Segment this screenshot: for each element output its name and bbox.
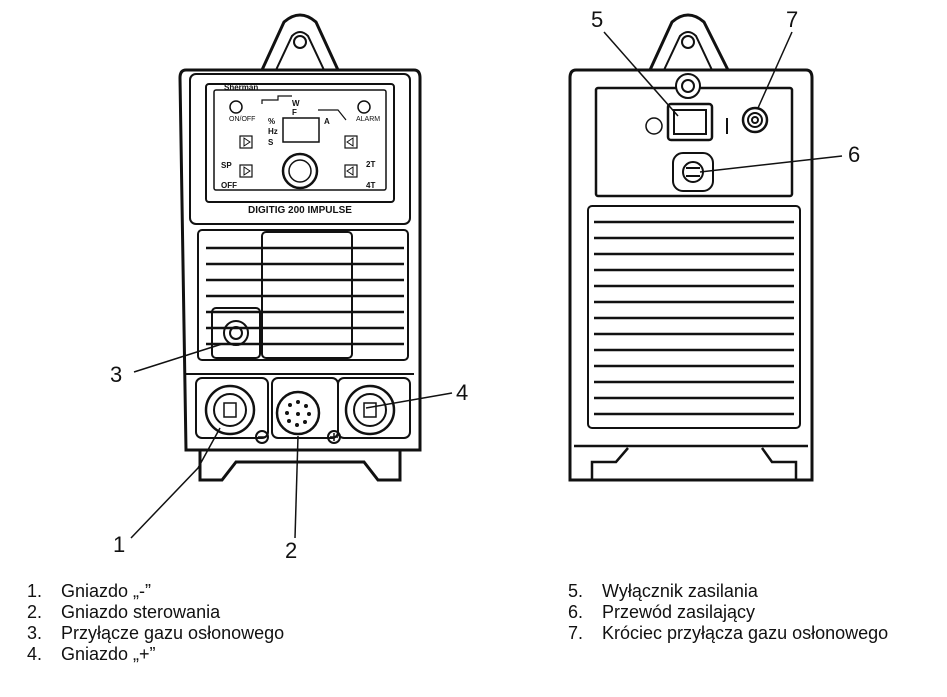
callout-6-7: 7 — [786, 7, 798, 32]
legend-text: Gniazdo „+” — [61, 644, 156, 664]
unit-hz-label: Hz — [268, 127, 278, 136]
btn-2t-label: 2T — [366, 160, 375, 169]
legend-text: Gniazdo „-” — [61, 581, 152, 601]
mode-w-label: W — [292, 99, 300, 108]
mode-f-label: F — [292, 108, 297, 117]
legend-text: Króciec przyłącza gazu osłonowego — [602, 623, 889, 643]
back-grille — [587, 205, 801, 429]
alarm-label: ALARM — [356, 116, 380, 123]
power-switch — [666, 102, 714, 142]
front-handle — [260, 13, 340, 71]
legend-item-2: 2. Gniazdo sterowania — [27, 602, 284, 623]
btn-off-label: OFF — [221, 181, 237, 190]
legend-item-4: 4. Gniazdo „+” — [27, 644, 284, 665]
alarm-icon — [357, 100, 371, 114]
callout-2: 2 — [285, 538, 297, 563]
legend-text: Przyłącze gazu osłonowego — [61, 623, 285, 643]
legend-num: 3. — [27, 623, 43, 643]
gas-connector — [223, 320, 249, 346]
legend-item-6: 6. Przewód zasilający — [568, 602, 888, 623]
front-feet — [186, 448, 420, 482]
legend-num: 6. — [568, 602, 584, 622]
unit-a-label: A — [324, 117, 330, 126]
legend-right: 5. Wyłącznik zasilania 6. Przewód zasila… — [568, 581, 888, 644]
legend-num: 2. — [27, 602, 43, 622]
btn-4t-label: 4T — [366, 181, 375, 190]
btn-sp-label: SP — [221, 161, 232, 170]
legend-item-1: 1. Gniazdo „-” — [27, 581, 284, 602]
callout-3: 3 — [110, 362, 122, 387]
socket-minus — [204, 384, 256, 436]
legend-item-5: 5. Wyłącznik zasilania — [568, 581, 888, 602]
back-view — [568, 13, 814, 482]
gas-inlet — [741, 106, 769, 134]
legend-num: 5. — [568, 581, 584, 601]
control-socket — [275, 390, 321, 436]
power-cable-gland — [672, 152, 714, 192]
front-grille — [197, 229, 409, 361]
brand-label: Sherman — [224, 83, 258, 92]
control-knob — [281, 152, 319, 190]
back-body — [568, 68, 814, 482]
callout-1: 1 — [113, 532, 125, 557]
gas-connector-plate — [211, 307, 261, 359]
callout-6: 6 — [848, 142, 860, 167]
legend-num: 1. — [27, 581, 43, 601]
callout-5: 5 — [591, 7, 603, 32]
left-arrow-button — [239, 135, 253, 149]
legend-text: Wyłącznik zasilania — [602, 581, 758, 601]
back-handle — [648, 13, 730, 71]
unit-percent-label: % — [268, 117, 275, 126]
legend-num: 4. — [27, 644, 43, 664]
legend-item-7: 7. Króciec przyłącza gazu osłonowego — [568, 623, 888, 644]
legend-left: 1. Gniazdo „-” 2. Gniazdo sterowania 3. … — [27, 581, 284, 665]
control-panel — [205, 83, 395, 203]
unit-s-label: S — [268, 138, 274, 147]
power-icon — [229, 100, 243, 114]
display — [282, 117, 320, 143]
on-off-label: ON/OFF — [229, 116, 255, 123]
front-view — [178, 13, 422, 482]
legend-num: 7. — [568, 623, 584, 643]
right-arrow-button — [344, 135, 358, 149]
legend-text: Gniazdo sterowania — [61, 602, 221, 622]
callout-4: 4 — [456, 380, 468, 405]
socket-plus — [344, 384, 396, 436]
legend-item-3: 3. Przyłącze gazu osłonowego — [27, 623, 284, 644]
leader-lines — [130, 31, 843, 539]
model-label: DIGITIG 200 IMPULSE — [248, 205, 352, 216]
legend-text: Przewód zasilający — [602, 602, 756, 622]
back-feet — [574, 444, 808, 482]
